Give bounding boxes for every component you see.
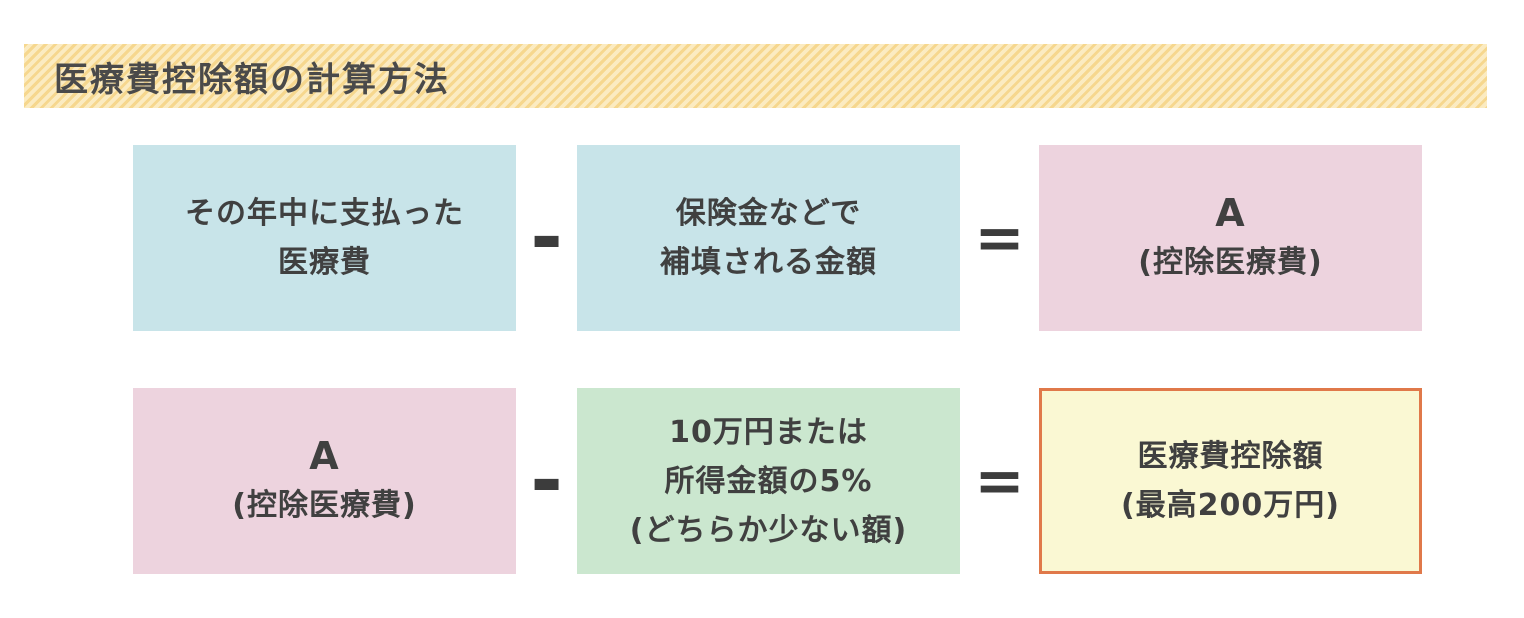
- box-text-line: (控除医療費): [1138, 245, 1323, 280]
- section-header-banner: 医療費控除額の計算方法: [24, 44, 1487, 108]
- box-text-line: A: [1215, 191, 1246, 235]
- box-text-line: (どちらか少ない額): [629, 512, 908, 548]
- equals-sign: =: [974, 446, 1025, 516]
- threshold-amount-box: 10万円または 所得金額の5% (どちらか少ない額): [577, 388, 960, 574]
- equals-operator: =: [960, 145, 1039, 331]
- box-text-line: 保険金などで: [675, 196, 862, 231]
- minus-sign: -: [530, 436, 563, 526]
- box-text-line: A: [309, 434, 340, 478]
- minus-sign: -: [530, 193, 563, 283]
- deductible-medical-expenses-box: A (控除医療費): [1039, 145, 1422, 331]
- minus-operator: -: [516, 145, 577, 331]
- deduction-result-box: 医療費控除額 (最高200万円): [1039, 388, 1422, 574]
- formula-row-deduction-amount: A (控除医療費) - 10万円または 所得金額の5% (どちらか少ない額) =…: [133, 388, 1422, 574]
- formula-row-deductible-expenses: その年中に支払った 医療費 - 保険金などで 補填される金額 = A (控除医療…: [133, 145, 1422, 331]
- deductible-medical-expenses-box: A (控除医療費): [133, 388, 516, 574]
- box-text-line: (控除医療費): [232, 488, 417, 523]
- box-text-line: 医療費控除額: [1137, 439, 1324, 474]
- equals-sign: =: [974, 203, 1025, 273]
- box-text-line: 所得金額の5%: [664, 463, 873, 499]
- box-text-line: 10万円または: [669, 414, 868, 450]
- equals-operator: =: [960, 388, 1039, 574]
- insurance-reimbursement-box: 保険金などで 補填される金額: [577, 145, 960, 331]
- page-title: 医療費控除額の計算方法: [54, 59, 450, 100]
- box-text-line: その年中に支払った: [185, 196, 464, 231]
- medical-expenses-paid-box: その年中に支払った 医療費: [133, 145, 516, 331]
- box-text-line: 医療費: [278, 245, 371, 280]
- minus-operator: -: [516, 388, 577, 574]
- box-text-line: 補填される金額: [660, 245, 877, 280]
- box-text-line: (最高200万円): [1120, 488, 1341, 523]
